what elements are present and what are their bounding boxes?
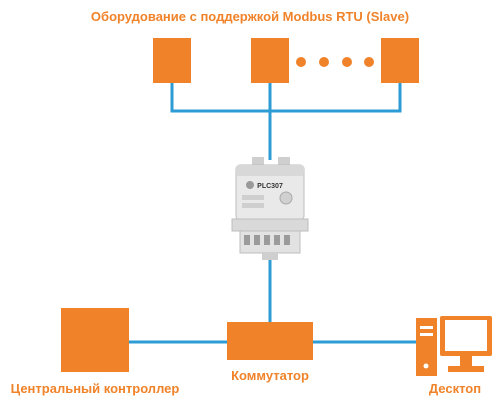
desktop-label: Десктоп [428,381,482,396]
slave-device-3 [381,38,419,83]
central-controller-label: Центральный контроллер [10,381,180,396]
ellipsis-dots [296,57,374,67]
slave-bus-line [170,82,402,113]
desktop-computer-icon [416,316,492,376]
central-controller-box [61,308,129,372]
slave-device-2 [251,38,289,83]
switch-label: Коммутатор [231,368,309,383]
slave-device-1 [153,38,191,83]
switch-box [227,322,313,360]
device-model-label: PLC307 [257,183,283,190]
diagram-title: Оборудование с поддержкой Modbus RTU (Sl… [90,9,410,24]
gateway-device: PLC307 [231,157,309,260]
